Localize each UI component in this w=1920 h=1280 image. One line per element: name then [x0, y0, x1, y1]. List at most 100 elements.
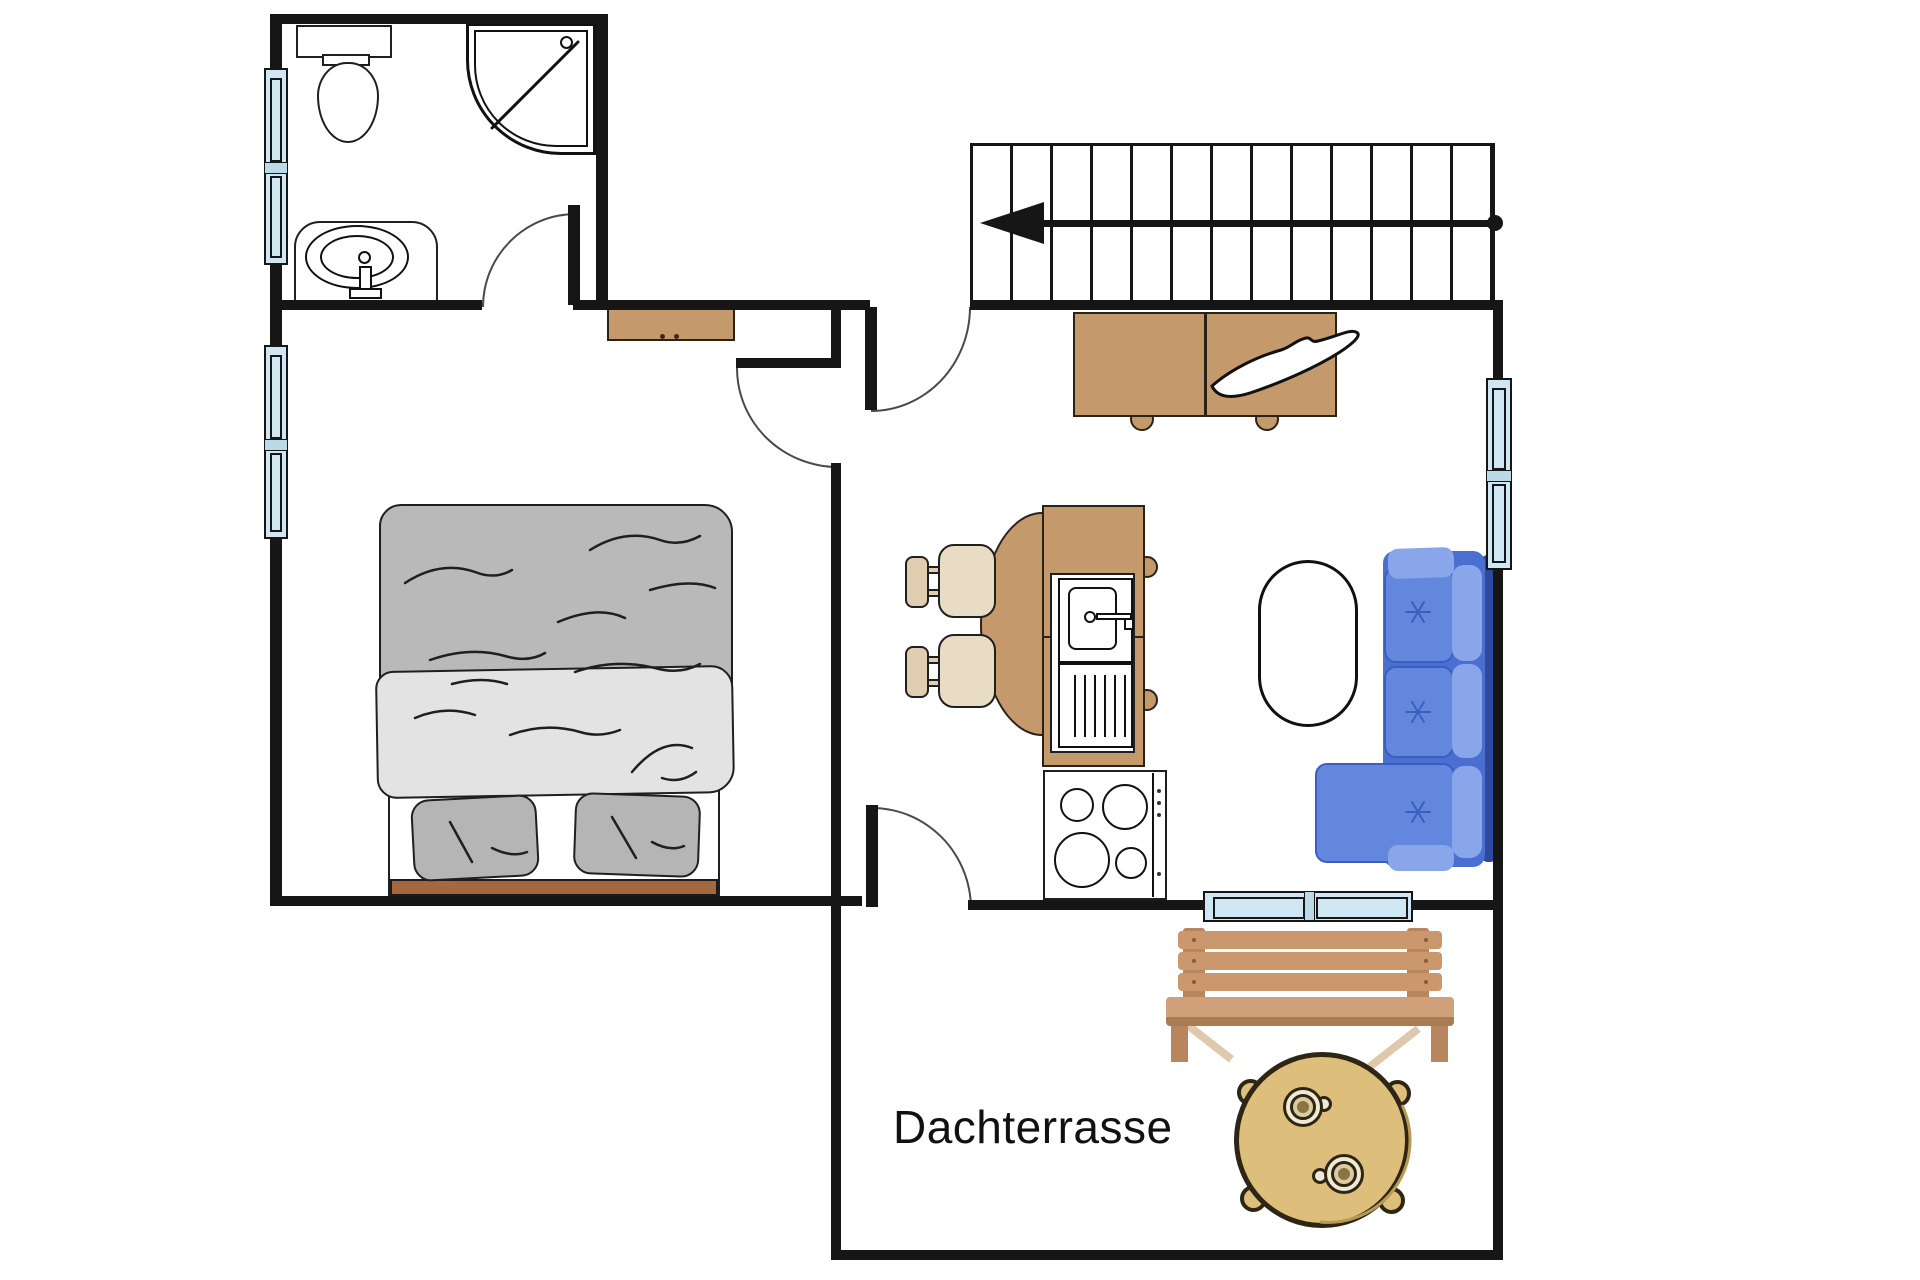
window-pane [270, 453, 282, 532]
sofa-cushion [1384, 567, 1454, 663]
window-pane [1316, 897, 1408, 919]
shower-tray-inner-line [474, 30, 588, 147]
sink-faucet-bar [1096, 613, 1132, 620]
window-divider [1486, 470, 1512, 482]
living-bottom-wall [968, 900, 1203, 910]
hall-wall-under-stairs [970, 300, 1503, 310]
terrace-door-leaf [866, 805, 878, 907]
left-wall-segment [270, 14, 282, 72]
chair-seat [938, 634, 996, 708]
right-wall-segment [1493, 302, 1503, 382]
toilet-bowl [317, 62, 379, 143]
toilet-tank [296, 25, 392, 58]
stove-burner [1115, 847, 1147, 879]
sofa-armrest-top [1387, 546, 1455, 580]
chair-seat [938, 544, 996, 618]
terrace-table [1234, 1052, 1410, 1228]
bench-screw [1192, 959, 1196, 963]
sink-faucet-handle [1124, 618, 1134, 630]
window-divider [1304, 891, 1315, 921]
washbasin-inner-bowl [320, 235, 394, 279]
window-pane [1213, 897, 1305, 919]
stove-control-dot [1157, 813, 1161, 817]
bedroom-door-arc [736, 368, 838, 468]
stove-control-dot [1157, 789, 1161, 793]
stair-direction-arrow [1042, 220, 1492, 227]
coffee-cup [1290, 1094, 1316, 1120]
sink-drain [1084, 611, 1096, 623]
terrace-bottom-wall [831, 1250, 1503, 1260]
bathroom-door-leaf [568, 205, 580, 305]
entry-door-leaf [865, 307, 877, 410]
coffee-table [1258, 560, 1358, 727]
stove [1043, 770, 1167, 900]
sofa-armrest-bottom [1388, 845, 1454, 871]
hall-wall [573, 300, 870, 310]
bench-screw [1424, 980, 1428, 984]
sink-drainboard [1058, 663, 1133, 748]
window-divider [264, 162, 288, 174]
stove-burner [1054, 832, 1110, 888]
stove-control-dot [1157, 801, 1161, 805]
shelf-handle-dot [660, 334, 665, 339]
window-pane [1492, 388, 1506, 470]
bench-slat [1178, 952, 1442, 970]
bedroom-door-leaf [736, 358, 841, 368]
bed-headboard [390, 879, 718, 896]
bench-screw [1424, 959, 1428, 963]
bathroom-right-wall [596, 14, 608, 310]
washbasin-drain [358, 251, 371, 264]
sofa-bolster [1452, 565, 1482, 661]
stove-burner [1060, 788, 1094, 822]
sofa-bolster [1452, 766, 1482, 858]
chair-backrest [905, 646, 929, 698]
living-bottom-wall [1413, 900, 1503, 910]
window-pane [270, 78, 282, 162]
bed-pillow [409, 793, 541, 883]
bench-leg [1431, 1026, 1448, 1062]
bench-slat [1178, 931, 1442, 949]
bench-leg [1171, 1026, 1188, 1062]
divider-wall [831, 463, 841, 906]
bench-brace [1367, 1025, 1421, 1070]
wall-shelf [607, 305, 735, 341]
stair-arrow-origin-dot [1487, 215, 1503, 231]
shelf-handle-dot [674, 334, 679, 339]
right-wall-segment [1493, 566, 1503, 1260]
window-divider [264, 439, 288, 451]
stove-burner [1102, 784, 1148, 830]
terrace-door-arc [872, 807, 972, 909]
window-pane [270, 176, 282, 258]
coffee-cup-center [1297, 1101, 1309, 1113]
washbasin-faucet-base [349, 288, 382, 299]
bench-slat [1178, 973, 1442, 991]
bench-screw [1424, 938, 1428, 942]
bedroom-bottom-wall [270, 896, 862, 906]
window-pane [1492, 484, 1506, 563]
bed-sheet-fold [374, 664, 736, 800]
terrace-left-wall [831, 906, 841, 1260]
sofa-cushion [1384, 666, 1454, 758]
hall-wall [270, 300, 482, 310]
bathroom-door-arc [482, 213, 576, 307]
terrace-window [1203, 891, 1413, 922]
bathroom-top-wall [270, 14, 608, 24]
entry-door-arc [871, 307, 971, 412]
desk-divider [1204, 314, 1207, 415]
bench-screw [1192, 938, 1196, 942]
chair-backrest [905, 556, 929, 608]
shower-head [560, 36, 573, 49]
stove-control-dot [1157, 872, 1161, 876]
bed-pillow [572, 791, 702, 879]
bench-screw [1192, 980, 1196, 984]
bench-seat-front-edge [1166, 1017, 1454, 1026]
left-wall-segment [270, 537, 282, 906]
sofa-bolster [1452, 664, 1482, 758]
terrace-label: Dachterrasse [893, 1101, 1173, 1153]
stair-arrow-head-icon [980, 202, 1044, 244]
living-room-window [1486, 378, 1512, 570]
bench-seat [1166, 997, 1454, 1019]
coffee-cup-center [1338, 1168, 1350, 1180]
divider-wall-stub [831, 310, 841, 368]
